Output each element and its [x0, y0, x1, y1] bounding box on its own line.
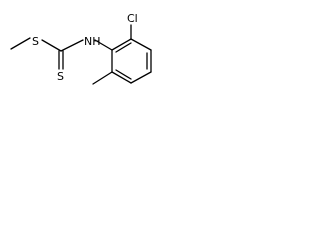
- atom-label-nh: NH: [84, 35, 101, 48]
- bond-s-c: [41, 39, 62, 52]
- ring-bond-1: [111, 38, 132, 51]
- ring-inner-bond-3: [115, 69, 132, 80]
- ring-bond-2: [130, 38, 152, 51]
- atom-label-thioether-s: S: [32, 35, 39, 48]
- ring-inner-bond-1: [115, 42, 132, 53]
- atom-label-cl: Cl: [127, 12, 138, 25]
- bond-c-n: [60, 39, 84, 52]
- bond-methyl-s: [10, 37, 31, 50]
- bond-ring-methyl: [92, 71, 113, 85]
- chemical-structure: S NH S Cl: [10, 12, 152, 85]
- atom-label-thione-s: S: [57, 70, 64, 83]
- bond-n-ring: [94, 39, 113, 51]
- ring-bond-4: [130, 71, 152, 84]
- ring-bond-5: [111, 71, 132, 84]
